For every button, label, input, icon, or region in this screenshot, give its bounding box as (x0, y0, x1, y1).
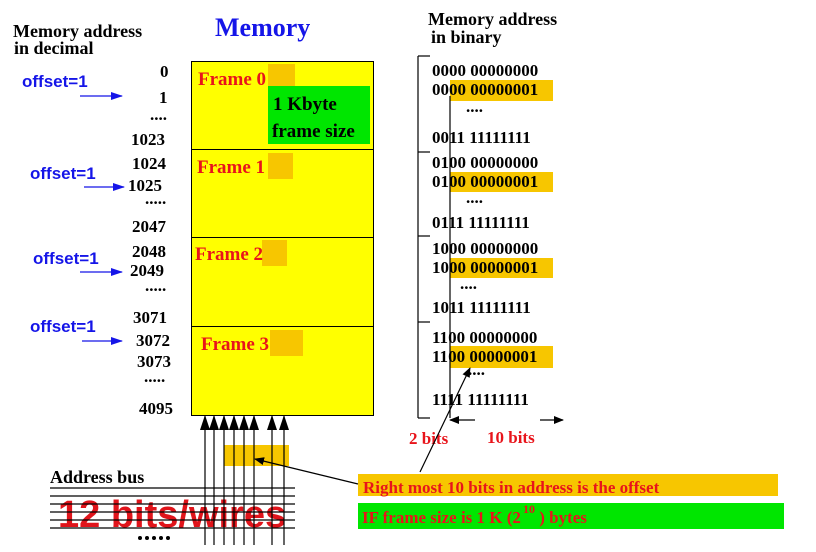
offset-note-bg (358, 474, 778, 496)
binary-offset-highlight (450, 80, 553, 101)
binary-header-line2: in binary (431, 27, 502, 47)
binary-address-frame0-last: 0011 11111111 (432, 128, 531, 147)
offset-note-pointer (419, 367, 471, 473)
decimal-address-3071: 3071 (133, 308, 167, 327)
binary-address-frame0-first: 0000 00000000 (432, 61, 539, 80)
ten-bits-label: 10 bits (487, 428, 535, 447)
frame-size-exponent: 10 (522, 502, 535, 516)
frame-1-label-highlight (268, 153, 293, 179)
decimal-address-1024: 1024 (132, 154, 166, 173)
offset-label: offset=1 (30, 164, 96, 183)
frame-2-label: Frame 2 (195, 244, 264, 265)
offset-label: offset=1 (22, 72, 88, 91)
ellipsis: ..... (145, 189, 167, 208)
address-bus-highlight (224, 445, 289, 466)
binary-address-frame1-first: 0100 00000000 (432, 153, 539, 172)
two-bits-label: 2 bits (409, 429, 449, 448)
binary-address-frame0-second: 0000 00000001 (432, 80, 539, 99)
memory-title: Memory (215, 13, 311, 42)
ellipsis: .... (466, 188, 483, 207)
frame-size-note-line1: 1 Kbyte (273, 94, 337, 115)
ellipsis: ..... (144, 367, 166, 386)
decimal-header-line1: Memory address (13, 21, 143, 41)
decimal-address-3072: 3072 (136, 331, 170, 350)
offset-label: offset=1 (30, 317, 96, 336)
frame-2-label-highlight (262, 240, 287, 266)
decimal-address-1023: 1023 (131, 130, 165, 149)
binary-offset-highlight (450, 172, 553, 192)
ellipsis: .... (468, 360, 485, 379)
frame-0-label: Frame 0 (198, 69, 267, 90)
frame-0-label-highlight (268, 64, 295, 90)
decimal-header-line2: in decimal (14, 38, 94, 58)
binary-offset-highlight (450, 346, 553, 368)
ellipsis: ..... (145, 276, 167, 295)
offset-note: Right most 10 bits in address is the off… (363, 478, 660, 497)
ellipsis: .... (150, 105, 167, 124)
address-bus-label: Address bus (50, 467, 145, 487)
decimal-address-4095: 4095 (139, 399, 173, 418)
binary-address-frame3-last: 1111 11111111 (432, 390, 529, 409)
binary-header-line1: Memory address (428, 9, 558, 29)
binary-address-frame2-last: 1011 11111111 (432, 298, 531, 317)
address-bus-wires-text: 12 bits/wires (58, 494, 287, 536)
decimal-address-0: 0 (160, 62, 169, 81)
decimal-address-3073: 3073 (137, 352, 171, 371)
ellipsis: .... (460, 274, 477, 293)
offset-label: offset=1 (33, 249, 99, 268)
decimal-address-2048: 2048 (132, 242, 166, 261)
frame-1-label: Frame 1 (197, 157, 266, 178)
binary-address-frame3-second: 1100 00000001 (432, 347, 538, 366)
ellipsis: .... (466, 97, 483, 116)
address-bus-arrowheads (200, 415, 289, 430)
frame-size-note-line2: frame size (272, 121, 355, 142)
address-bus-dots (138, 536, 170, 540)
binary-address-frame2-second: 1000 00000001 (432, 258, 539, 277)
decimal-address-1: 1 (159, 88, 168, 107)
binary-address-frame1-second: 0100 00000001 (432, 172, 539, 191)
binary-address-frame1-last: 0111 11111111 (432, 213, 530, 232)
decimal-address-2049: 2049 (130, 261, 164, 280)
frame-3-label-highlight (270, 330, 303, 356)
decimal-address-1025: 1025 (128, 176, 162, 195)
frame-size-note-bg (268, 86, 370, 144)
binary-address-frame2-first: 1000 00000000 (432, 239, 539, 258)
binary-address-frame3-first: 1100 00000000 (432, 328, 538, 347)
frame-size-formula-bg (358, 503, 784, 529)
decimal-address-2047: 2047 (132, 217, 166, 236)
frame-3-label: Frame 3 (201, 334, 270, 355)
binary-offset-highlight (450, 258, 553, 278)
